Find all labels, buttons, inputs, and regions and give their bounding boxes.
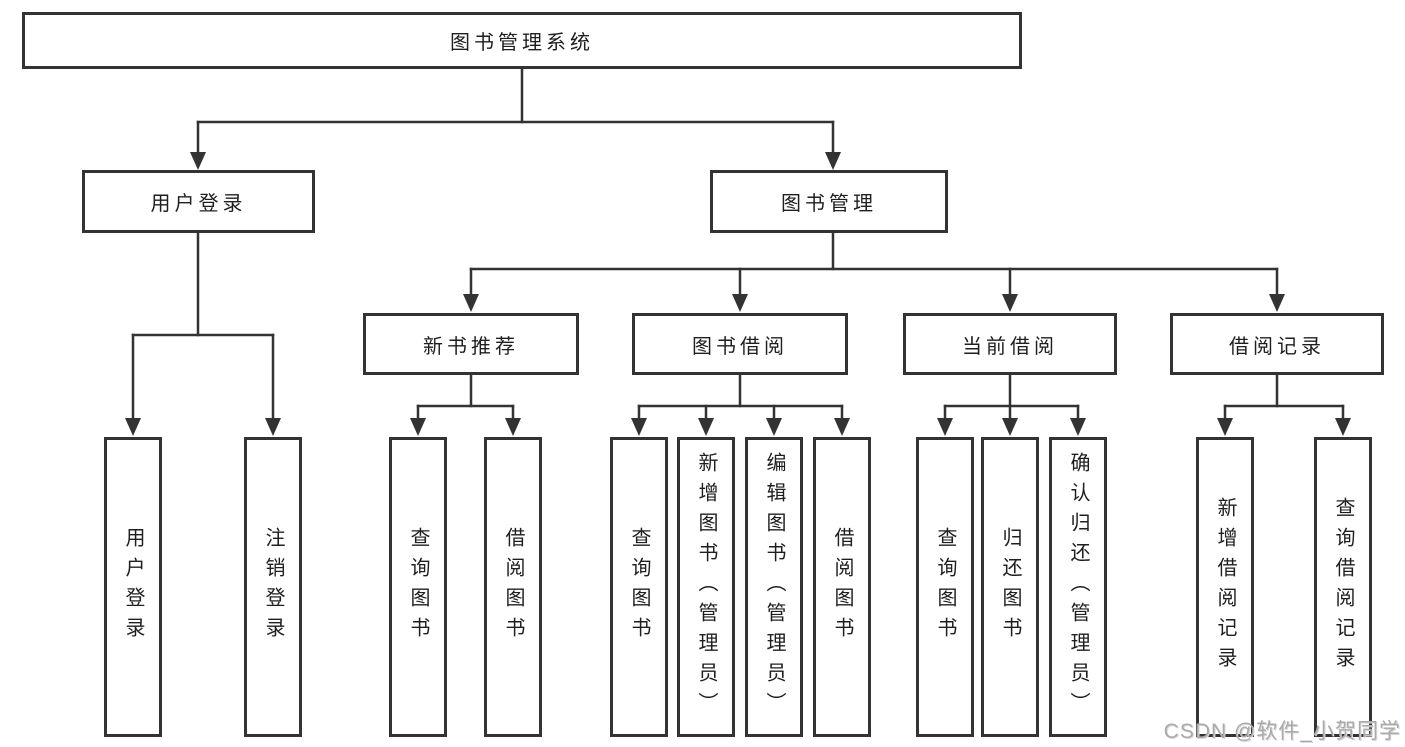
leaf-add-book-admin-label: 新增图书（管理员）: [695, 452, 717, 722]
leaf-query-borrow-record: 查询借阅记录: [1314, 437, 1372, 737]
node-current-borrow: 当前借阅: [903, 313, 1117, 375]
leaf-edit-book-admin: 编辑图书（管理员）: [745, 437, 803, 737]
leaf-query-borrow-record-label: 查询借阅记录: [1332, 497, 1354, 677]
node-book-management: 图书管理: [710, 170, 948, 233]
leaf-logout-label: 注销登录: [262, 527, 284, 647]
leaf-confirm-return-admin-label: 确认归还（管理员）: [1067, 452, 1089, 722]
node-borrow-record: 借阅记录: [1170, 313, 1384, 375]
leaf-edit-book-admin-label: 编辑图书（管理员）: [763, 452, 785, 722]
csdn-watermark: CSDN @软件_小贺同学: [1163, 720, 1401, 743]
leaf-return-book-label: 归还图书: [999, 527, 1021, 647]
leaf-current-query-book: 查询图书: [916, 437, 974, 737]
leaf-borrow-query-book: 查询图书: [610, 437, 668, 737]
leaf-user-login-label: 用户登录: [122, 527, 144, 647]
node-book-borrow-label: 图书借阅: [692, 335, 788, 358]
leaf-recommend-query-book: 查询图书: [389, 437, 447, 737]
leaf-recommend-query-book-label: 查询图书: [407, 527, 429, 647]
leaf-current-query-book-label: 查询图书: [934, 527, 956, 647]
leaf-borrow-query-book-label: 查询图书: [628, 527, 650, 647]
leaf-logout: 注销登录: [244, 437, 302, 737]
leaf-user-login: 用户登录: [104, 437, 162, 737]
node-current-borrow-label: 当前借阅: [962, 335, 1058, 358]
node-new-book-recommend: 新书推荐: [363, 313, 579, 375]
leaf-borrow-book-label: 借阅图书: [831, 527, 853, 647]
node-book-borrow: 图书借阅: [632, 313, 848, 375]
leaf-recommend-borrow-book: 借阅图书: [484, 437, 542, 737]
node-book-management-label: 图书管理: [781, 193, 877, 215]
leaf-add-borrow-record: 新增借阅记录: [1196, 437, 1254, 737]
leaf-borrow-book: 借阅图书: [813, 437, 871, 737]
node-root: 图书管理系统: [22, 12, 1022, 69]
node-user-login: 用户登录: [82, 170, 315, 233]
leaf-recommend-borrow-book-label: 借阅图书: [502, 527, 524, 647]
node-root-label: 图书管理系统: [450, 32, 594, 54]
leaf-confirm-return-admin: 确认归还（管理员）: [1049, 437, 1107, 737]
leaf-return-book: 归还图书: [981, 437, 1039, 737]
node-new-book-recommend-label: 新书推荐: [423, 335, 519, 358]
leaf-add-book-admin: 新增图书（管理员）: [677, 437, 735, 737]
leaf-add-borrow-record-label: 新增借阅记录: [1214, 497, 1236, 677]
node-borrow-record-label: 借阅记录: [1229, 335, 1325, 358]
node-user-login-label: 用户登录: [150, 193, 247, 215]
